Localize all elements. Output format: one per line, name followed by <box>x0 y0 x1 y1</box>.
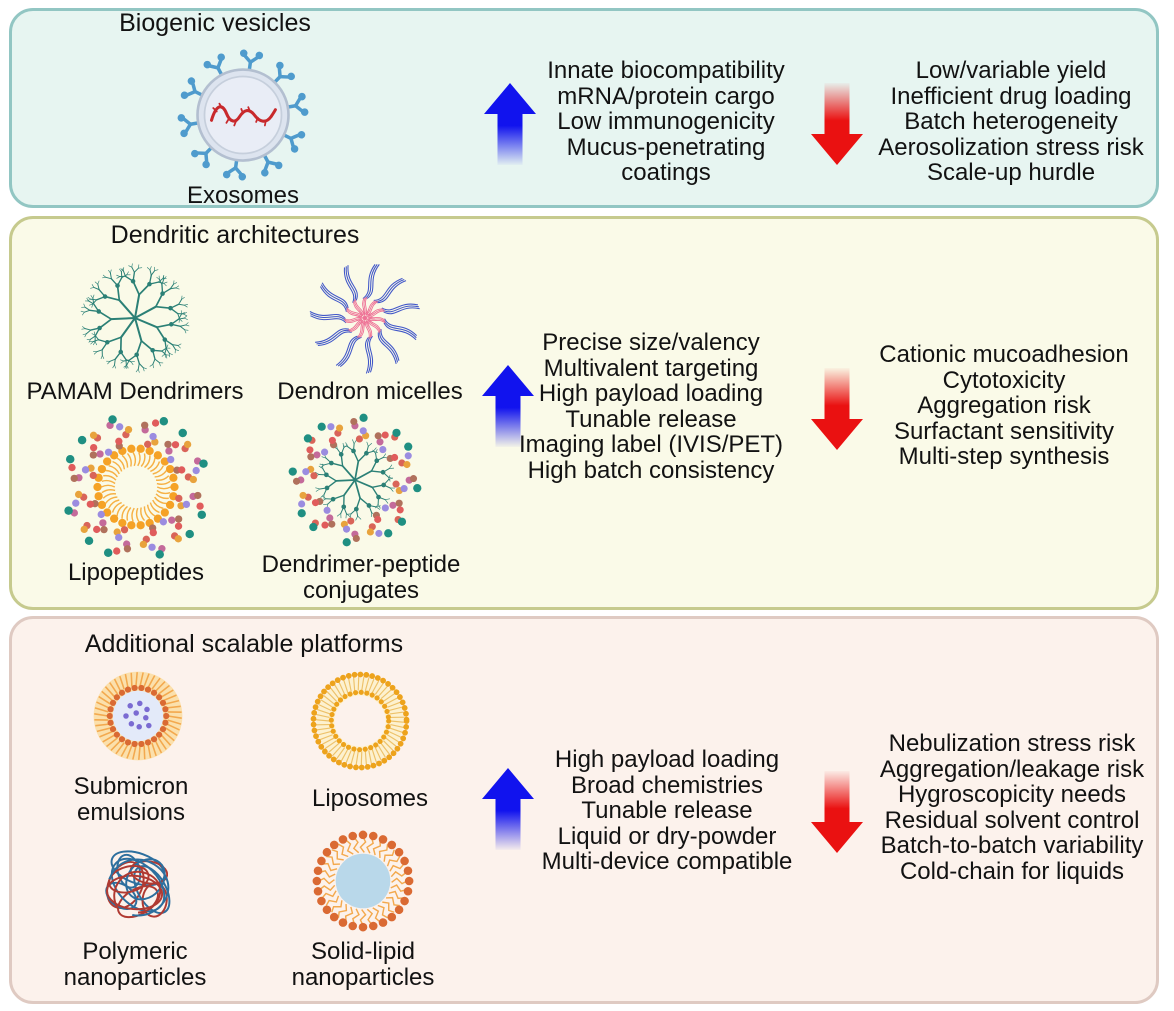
cons-down-arrow-icon <box>811 368 863 450</box>
exosome-icon <box>177 49 309 181</box>
label-liposomes: Liposomes <box>311 785 429 812</box>
text-line: Inefficient drug loading <box>890 82 1132 110</box>
label-lipopeptides: Lipopeptides <box>67 559 205 586</box>
cons-down-arrow-icon <box>811 771 863 853</box>
submicron-emulsion-icon <box>93 671 183 761</box>
text-line: High payload loading <box>538 380 764 408</box>
text-line: Low immunogenicity <box>557 108 775 136</box>
dendron-micelle-icon <box>309 264 420 374</box>
text-line: Innate biocompatibility <box>547 57 785 84</box>
pros-up-arrow-icon <box>482 365 534 447</box>
pamam-dendrimer-icon <box>80 263 190 373</box>
label-dendron-micelles: Dendron micelles <box>277 378 463 405</box>
pros-up-arrow-icon <box>484 83 536 165</box>
text-line: Aggregation risk <box>917 392 1091 420</box>
cons-down-arrow-icon <box>811 83 863 165</box>
label-pamam-dendrimers: PAMAM Dendrimers <box>26 378 244 405</box>
text-line: Multivalent targeting <box>543 354 759 382</box>
panel-title: Dendritic architectures <box>110 221 360 249</box>
text-line: Multi-step synthesis <box>898 443 1110 471</box>
panel-title: Biogenic vesicles <box>119 9 311 37</box>
text-line: Hygroscopicity needs <box>897 781 1127 809</box>
lipopeptide-icon <box>64 415 208 559</box>
text-line: Scale-up hurdle <box>926 159 1096 187</box>
solid-lipid-nanoparticle-icon <box>312 830 414 932</box>
pros-up-arrow-icon <box>482 768 534 850</box>
text-line: Cationic mucoadhesion <box>879 341 1129 368</box>
panel-dendritic-architectures <box>9 216 1159 610</box>
label-exosomes: Exosomes <box>186 182 300 209</box>
label-polymeric-nanoparticles: Polymeric nanoparticles <box>63 938 207 991</box>
text-line: Surfactant sensitivity <box>893 417 1115 445</box>
text-line: coatings <box>621 159 711 187</box>
polymeric-nanoparticle-icon <box>105 850 171 919</box>
text-line: Nebulization stress risk <box>888 730 1136 757</box>
text-line: Low/variable yield <box>915 57 1107 84</box>
text-line: Tunable release <box>581 797 753 825</box>
text-line: Cold-chain for liquids <box>899 857 1125 885</box>
text-line: Aerosolization stress risk <box>878 133 1144 161</box>
label-dendrimer-peptide-conjugates: Dendrimer-peptide conjugates <box>261 551 461 604</box>
label-solid-lipid-nanoparticles: Solid-lipid nanoparticles <box>291 938 435 991</box>
text-line: mRNA/protein cargo <box>557 82 775 110</box>
panel-additional-scalable-platforms <box>9 616 1159 1004</box>
label-submicron-emulsions: Submicron emulsions <box>73 773 189 826</box>
text-line: Batch heterogeneity <box>904 108 1118 136</box>
dendrimer-peptide-conjugate-icon <box>288 413 422 547</box>
text-line: Precise size/valency <box>542 329 760 356</box>
text-line: Residual solvent control <box>884 806 1140 834</box>
text-line: Aggregation/leakage risk <box>879 755 1145 783</box>
text-line: Imaging label (IVIS/PET) <box>518 431 784 459</box>
text-line: Multi-device compatible <box>541 848 793 876</box>
text-line: Cytotoxicity <box>942 366 1066 394</box>
text-line: High batch consistency <box>527 456 775 484</box>
text-line: High payload loading <box>554 746 780 773</box>
panel-title: Additional scalable platforms <box>84 630 404 658</box>
text-line: Tunable release <box>565 405 737 433</box>
text-line: Broad chemistries <box>570 771 764 799</box>
text-line: Batch-to-batch variability <box>880 832 1144 860</box>
text-line: Mucus-penetrating <box>566 133 766 161</box>
liposome-icon <box>310 671 410 771</box>
text-line: Liquid or dry-powder <box>557 822 777 850</box>
